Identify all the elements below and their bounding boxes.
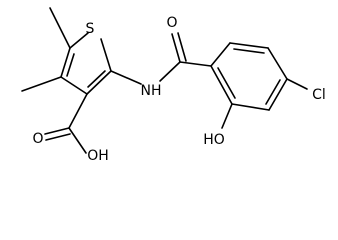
bond-b2-b3	[229, 42, 269, 49]
acid-oh-group: OH	[87, 148, 109, 164]
acid-oxygen-atom: O	[32, 131, 43, 147]
bond-b6-b1	[210, 65, 233, 105]
chloro-atom: Cl	[312, 87, 326, 103]
bond-c2-s	[100, 38, 112, 72]
bond-b3-b4	[267, 47, 288, 80]
bond-cacid-o-b	[45, 133, 71, 141]
bond-b4-cl	[286, 78, 308, 90]
amide-nh-atom: NH	[141, 83, 162, 99]
amide-oxygen-atom: O	[166, 15, 177, 31]
sulfur-atom: S	[86, 21, 95, 37]
bond-s-c5	[69, 32, 89, 49]
bond-b4-b5	[268, 78, 288, 111]
atom-labels: S NH O Cl HO OH O	[32, 15, 325, 164]
bond-c3-c2-inner	[87, 70, 106, 88]
bond-b5-b6	[231, 103, 270, 111]
bond-camide-o-b	[177, 32, 187, 62]
bond-b6-b1-inner	[217, 67, 236, 99]
bond-camide-o-a	[171, 33, 181, 63]
bond-c3-c2	[86, 70, 112, 95]
bond-b2-b3-inner	[233, 48, 265, 54]
bond-c5-c4	[60, 47, 71, 78]
bond-c4-methyl	[21, 76, 62, 92]
bond-c5-methyl	[49, 7, 71, 49]
chemical-structure: S NH O Cl HO OH O	[21, 7, 326, 164]
bond-cacid-o-a	[44, 127, 70, 135]
bond-c4-c3	[60, 76, 88, 95]
bond-c5-c4-inner	[66, 53, 75, 77]
bond-b1-b2	[210, 42, 231, 67]
bond-cacid-oh	[68, 127, 87, 154]
bond-n-camide	[159, 61, 181, 82]
bond-b6-oh	[221, 103, 233, 129]
bonds	[21, 7, 308, 154]
bond-b4-b5-inner	[265, 79, 281, 105]
bond-c2-n	[110, 70, 142, 85]
bond-c3-cacid	[68, 93, 88, 129]
bond-camide-ring	[179, 61, 212, 67]
hydroxy-group: HO	[203, 132, 225, 148]
